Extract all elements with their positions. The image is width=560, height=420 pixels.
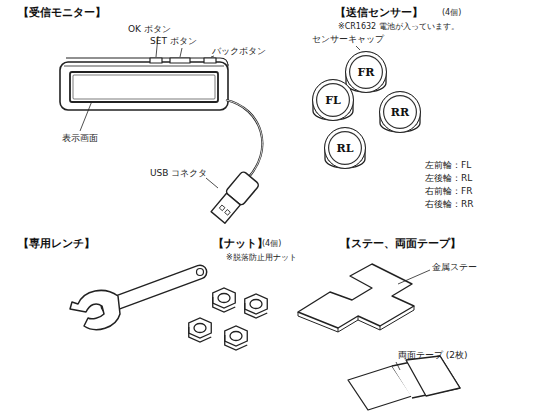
wheel-code: FL — [325, 94, 341, 107]
button-label: SET ボタン — [150, 36, 197, 47]
wheel-legend: 右後輪：RR — [425, 199, 474, 210]
section-heading: 【送信センサー】 — [335, 6, 423, 19]
nut — [225, 326, 248, 346]
section-heading: 【ナット】 — [213, 237, 268, 250]
part-label: センサーキャップ — [312, 34, 384, 45]
sensor-cap: RR — [379, 91, 421, 133]
nut — [245, 294, 268, 314]
part-label: 両面テープ (2枚) — [398, 350, 468, 361]
button-label: OK ボタン — [128, 24, 171, 35]
part-label: USB コネクタ — [150, 168, 207, 179]
nut-hole — [194, 324, 206, 333]
section-heading: 【専用レンチ】 — [18, 237, 95, 250]
sensor-cap: FR — [345, 51, 387, 93]
nut — [189, 318, 212, 338]
wheel-legend: 左前輪：FL — [425, 160, 471, 171]
section-heading: 【ステー、両面テープ】 — [340, 237, 461, 250]
nut-note: ※脱落防止用ナット — [226, 253, 297, 263]
wheel-code: RR — [391, 106, 409, 119]
quantity-note: (4個) — [442, 8, 461, 18]
part-label: 表示画面 — [62, 133, 98, 144]
sensor-cap: FL — [312, 79, 354, 121]
section-heading: 【受信モニター】 — [18, 6, 106, 19]
wheel-legend: 左後輪：RL — [425, 173, 472, 184]
sensor-cap: RL — [324, 127, 366, 169]
wheel-legend: 右前輪：FR — [425, 186, 472, 197]
button-label: バックボタン — [212, 46, 266, 57]
nut-hole — [218, 294, 230, 303]
nut-hole — [250, 300, 262, 309]
wheel-code: RL — [337, 142, 354, 155]
battery-note: ※CR1632 電池が入っています。 — [338, 22, 459, 32]
wheel-code: FR — [358, 66, 375, 79]
quantity-note: (4個) — [262, 239, 281, 249]
part-label: 金属ステー — [432, 262, 477, 273]
nut-hole — [230, 332, 242, 341]
nut — [213, 288, 236, 308]
